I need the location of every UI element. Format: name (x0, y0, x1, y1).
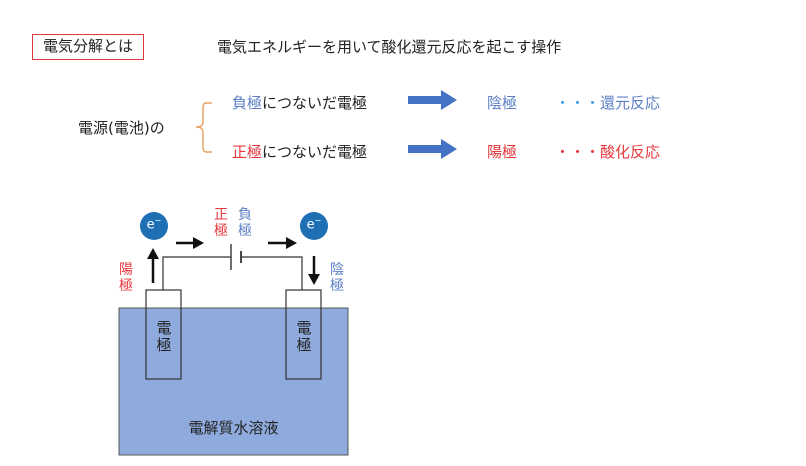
connected-electrode-text: につないだ電極 (262, 143, 368, 161)
wire-right (241, 256, 303, 290)
anode-result: 陽極 (487, 143, 518, 161)
solution-label: 電解質水溶液 (188, 419, 279, 437)
right-electrode (285, 289, 322, 380)
negative-terminal-label: 負極 (238, 207, 252, 239)
electron-right-label: e− (306, 216, 322, 233)
electron-right (300, 212, 328, 240)
title-box: 電気分解とは (32, 34, 144, 60)
dots-blue: ・・・ (555, 94, 601, 112)
electron-left-label: e− (146, 216, 162, 233)
connected-electrode-text: につないだ電極 (262, 94, 368, 112)
arrow-right-2 (408, 139, 457, 159)
oxidation-reaction-text: 酸化反応 (600, 143, 661, 161)
row-positive-electrode: 正極につないだ電極 (232, 141, 367, 162)
positive-terminal-text: 正極 (232, 143, 263, 161)
positive-terminal-label: 正極 (214, 207, 228, 239)
arrow-down-right (308, 256, 320, 285)
brace (195, 102, 212, 153)
cathode-label: 陰極 (330, 262, 344, 294)
electrolyte-solution (118, 307, 349, 456)
oxidation-row: ・・・酸化反応 (555, 141, 660, 162)
left-electrode-label: 電極 (156, 319, 172, 354)
row-negative-electrode: 負極につないだ電極 (232, 92, 367, 113)
definition-text: 電気エネルギーを用いて酸化還元反応を起こす操作 (217, 38, 562, 56)
electron-left (140, 212, 168, 240)
wire-left (162, 256, 231, 290)
anode-label: 陽極 (119, 262, 133, 294)
arrow-right-top-left (176, 237, 204, 249)
right-electrode-label: 電極 (296, 319, 312, 354)
arrow-up-left (147, 248, 159, 283)
reduction-reaction-text: 還元反応 (600, 94, 661, 112)
cathode-result: 陰極 (487, 94, 518, 112)
reduction-row: ・・・還元反応 (555, 92, 660, 113)
dots-red: ・・・ (555, 143, 601, 161)
negative-terminal-text: 負極 (232, 94, 263, 112)
power-source-label: 電源(電池)の (78, 119, 165, 137)
arrow-right-1 (408, 90, 457, 110)
arrow-right-top-right (268, 237, 297, 249)
